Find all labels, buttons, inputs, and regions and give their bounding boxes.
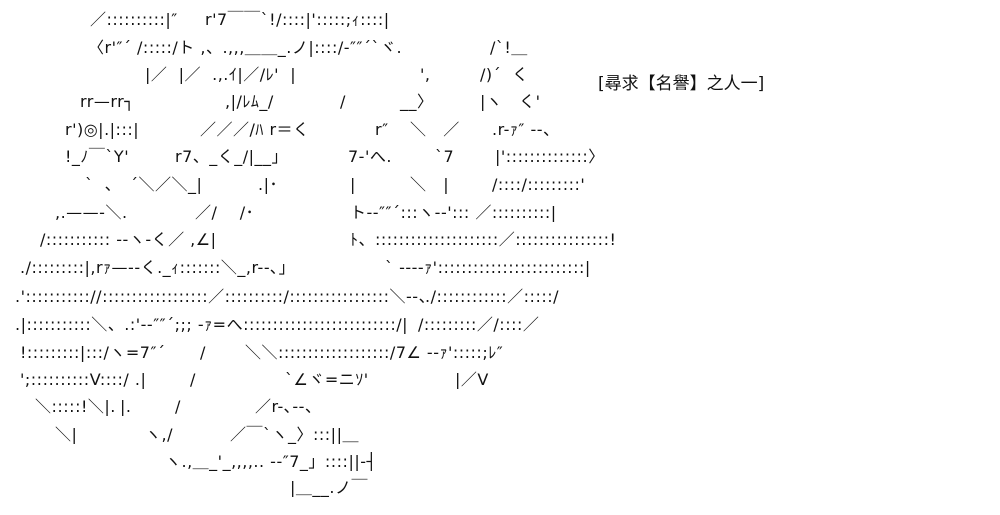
art-line: ';::::::::::V::::/ .| <box>20 370 147 389</box>
art-line: ./::::::::::::／:::::/ <box>425 287 560 306</box>
art-line: |＿__.ノ￣ <box>290 478 368 497</box>
art-line: / <box>340 92 346 111</box>
art-line: / <box>200 343 206 362</box>
art-line: __〉 <box>400 92 434 111</box>
art-line: .|:::::::::::＼、.:'--″″´;;; -ｧ=へ:::::::::… <box>15 315 409 334</box>
art-line: |'::::::::::::::〉 <box>495 147 605 166</box>
art-line: ´＼／＼_| <box>130 175 203 194</box>
art-line: /::::::::::: --ヽ-く／ ,∠| <box>40 230 217 249</box>
art-line: ` 、 <box>85 175 122 194</box>
art-line: ,|/ﾚﾑ_/ <box>225 92 274 111</box>
art-line: ト--″″´:::ヽ--'::: ／::::::::::| <box>350 203 557 222</box>
art-line: ／::::::::::|″ <box>90 10 178 29</box>
art-line: !:::::::::|:::/ヽ=7″´ <box>20 343 166 362</box>
art-line: ／/ /･ <box>195 203 255 222</box>
art-line: / <box>175 397 181 416</box>
art-line: ヽ.,＿_'_,,,,.. --″7_」::::||-┤ <box>165 452 377 471</box>
art-line: `∠ヾ=ニｿ' <box>285 370 369 389</box>
art-line: /:::::::::／/::::／ <box>418 315 540 334</box>
art-line: /::::/:::::::::' <box>492 175 586 194</box>
art-line: ＼:::::!＼|. <box>35 397 116 416</box>
art-line: 〈r'″´ /:::::/ト ,、.,,,＿＿_.ノ|::::/-″″´`ヾ. <box>88 38 403 57</box>
art-line: rr—rr┐ <box>80 92 135 111</box>
art-line: ＼| <box>55 425 78 444</box>
art-line: |／V <box>455 370 489 389</box>
art-line: r″ <box>375 120 389 139</box>
caption-title: [尋求【名譽】之人一] <box>598 74 765 94</box>
art-line: ＼ | <box>410 175 450 194</box>
art-line: |／ |／ .,.ｲ|／/ﾚ' | <box>145 65 297 84</box>
art-line: | <box>350 175 356 194</box>
art-line: r7、_く_/|__」 <box>175 147 289 166</box>
art-line: r'7￣￣`!/::::|':::::;ｨ::::| <box>205 10 390 29</box>
art-line: !_ﾉ￣`Y' <box>65 147 130 166</box>
art-line: `7 <box>435 147 455 166</box>
art-line: ヽ,/ <box>145 425 173 444</box>
art-line: ＼＼:::::::::::::::::::/7∠ --ｧ':::::;ﾚ″ <box>245 343 504 362</box>
art-line: 7-'へ. <box>348 147 392 166</box>
art-line: r')◎|.|:::| <box>65 120 140 139</box>
art-line: .|･ <box>258 175 278 194</box>
art-line: ＼ ／ <box>410 120 460 139</box>
art-line: .'::::::::::://::::::::::::::::::／::::::… <box>15 287 436 306</box>
art-line: ／r-､--、 <box>255 397 322 416</box>
art-line: /)´ く <box>480 65 529 84</box>
art-line: ', <box>420 65 431 84</box>
art-line: .r-ｧ″ --、 <box>492 120 560 139</box>
art-line: ./:::::::::|,rｧ—--く._ｨ:::::::＼_,r--､」 <box>20 258 296 277</box>
art-line: ／￣`ヽ_〉:::||＿ <box>230 425 359 444</box>
art-line: ,.——-＼. <box>55 203 128 222</box>
art-line: |ヽ く' <box>480 92 541 111</box>
art-line: / <box>190 370 196 389</box>
art-line: /`!＿ <box>490 38 528 57</box>
art-line: ／／／/ﾊ r＝く <box>200 120 310 139</box>
art-line: ` ----ｧ':::::::::::::::::::::::::| <box>385 258 591 277</box>
art-line: |. <box>120 397 132 416</box>
art-line: ﾄ、:::::::::::::::::::::／::::::::::::::::… <box>350 230 617 249</box>
